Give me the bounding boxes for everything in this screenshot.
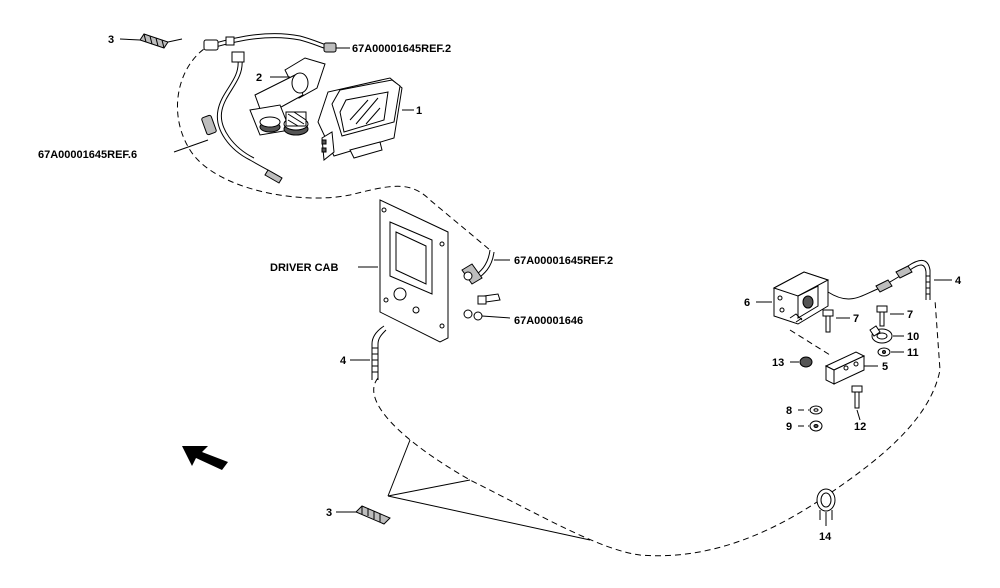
label-bolt-7a: 7 [853, 313, 859, 325]
bolt-12 [851, 385, 863, 421]
connector-top-right [323, 42, 337, 53]
connector-top-left [203, 39, 219, 51]
connector-upper [231, 51, 245, 63]
label-ref-top: 67A00001645REF.2 [352, 43, 451, 55]
label-cable-top: 3 [108, 34, 114, 46]
monitor [317, 77, 403, 161]
label-grommet: 14 [819, 531, 832, 543]
nut-11 [877, 347, 904, 357]
nut-9 [798, 420, 823, 432]
camera [772, 271, 830, 325]
label-clamp: 10 [907, 331, 919, 343]
wire-harness-lower [216, 59, 283, 179]
label-nut-9: 9 [786, 421, 792, 433]
cab-bolts [463, 293, 511, 321]
label-washer-8: 8 [786, 405, 792, 417]
connector-left [201, 114, 217, 136]
bolt-7a [822, 309, 850, 333]
label-bracket-5: 5 [882, 361, 888, 373]
arrow-icon [182, 446, 228, 470]
label-monitor-bracket: 2 [256, 72, 262, 84]
cable-left [350, 325, 387, 380]
routing-loop-bottom [373, 299, 941, 557]
washer-8 [798, 405, 823, 415]
label-bolt-12: 12 [854, 421, 866, 433]
label-ref-cab: 67A00001645REF.2 [514, 255, 613, 267]
label-nut-11: 11 [907, 347, 919, 359]
cable-clip-top [139, 33, 169, 49]
bolt-7b [876, 305, 904, 327]
driver-cab-panel [379, 199, 449, 343]
monitor-bracket [249, 57, 326, 136]
label-driver-cab: DRIVER CAB [270, 262, 339, 274]
label-bolt-7b: 7 [907, 309, 913, 321]
label-camera: 6 [744, 297, 750, 309]
label-ref-left: 67A00001645REF.6 [38, 149, 137, 161]
clamp [869, 325, 904, 344]
nut-13 [790, 356, 813, 368]
connector-small [225, 36, 235, 46]
connector-bottom [264, 169, 283, 184]
label-monitor: 1 [416, 105, 422, 117]
routing-loop-top [176, 43, 491, 251]
label-cable-right: 4 [955, 275, 962, 287]
cable-clip-bottom [336, 439, 591, 541]
grommet [816, 488, 836, 520]
wire-harness-top [211, 33, 331, 47]
label-ref-bolts: 67A00001646 [514, 315, 583, 327]
bracket-5 [824, 351, 878, 385]
label-cable-bottom: 3 [326, 507, 332, 519]
label-nut-13: 13 [772, 357, 784, 369]
cable-right [907, 260, 952, 300]
routing-camera-bracket [789, 329, 831, 356]
label-cable-left: 4 [340, 355, 347, 367]
